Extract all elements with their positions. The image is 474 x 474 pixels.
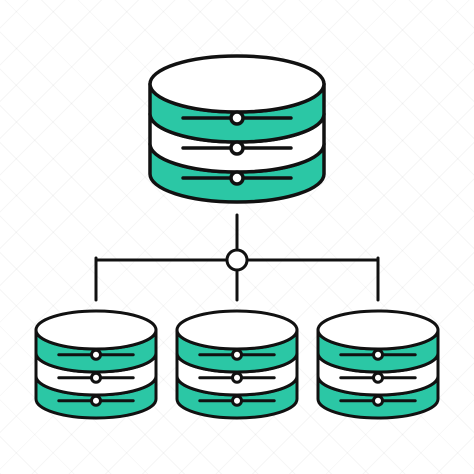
main-server-indicator-dot-3 (229, 170, 245, 186)
server-center-indicator-dot-2 (231, 371, 243, 384)
server-right-top-cap (316, 309, 440, 351)
main-server-indicator-dot-1 (229, 110, 245, 126)
main-server-indicator-dot-2 (229, 140, 245, 156)
server-right-indicator-dot-3 (372, 394, 384, 407)
server-left-top-cap (34, 309, 158, 351)
main-server-top-cap (148, 54, 326, 114)
server-left-indicator-dot-1 (90, 348, 102, 361)
servers-group (34, 54, 440, 420)
hub-node (225, 248, 249, 272)
server-center-top-cap (175, 309, 299, 351)
server-right (316, 309, 440, 420)
server-left (34, 309, 158, 420)
server-left-indicator-dot-2 (90, 371, 102, 384)
server-right-indicator-dot-2 (372, 371, 384, 384)
server-center-indicator-dot-3 (231, 394, 243, 407)
server-center (175, 309, 299, 420)
server-right-indicator-dot-1 (372, 348, 384, 361)
main-server (148, 54, 326, 204)
server-center-indicator-dot-1 (231, 348, 243, 361)
server-left-indicator-dot-3 (90, 394, 102, 407)
connector-lines (94, 213, 380, 302)
